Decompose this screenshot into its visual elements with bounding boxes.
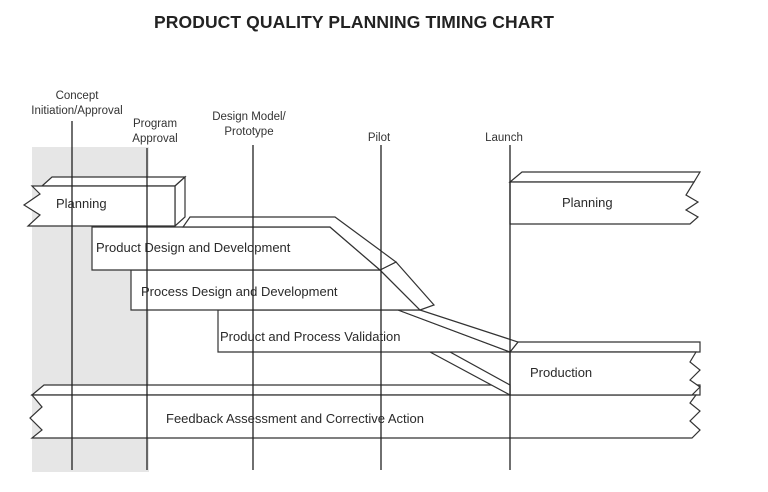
chart-title: PRODUCT QUALITY PLANNING TIMING CHART [153,12,555,32]
phase-label: Feedback Assessment and Corrective Actio… [166,411,424,426]
phase-label: Planning [562,195,613,210]
milestone-label: Design Model/ [212,111,286,123]
phase-label: Production [530,365,592,380]
phase-label: Product Design and Development [96,240,291,255]
phase-label: Planning [56,196,107,211]
phase-bar-planning-right [509,181,700,225]
phase-bar-feedback [29,394,701,439]
milestone-label: Concept [56,90,100,102]
milestone-label: Approval [132,133,177,145]
phase-bar-planning-left [22,185,176,227]
phase-bar-production [509,351,701,396]
phase-label: Product and Process Validation [220,329,400,344]
milestone-label: Launch [485,132,523,144]
milestone-label: Pilot [368,132,391,144]
milestone-label: Prototype [224,126,273,138]
milestone-label: Program [133,118,177,130]
milestone-label: Initiation/Approval [31,105,122,117]
phase-label: Process Design and Development [141,284,338,299]
